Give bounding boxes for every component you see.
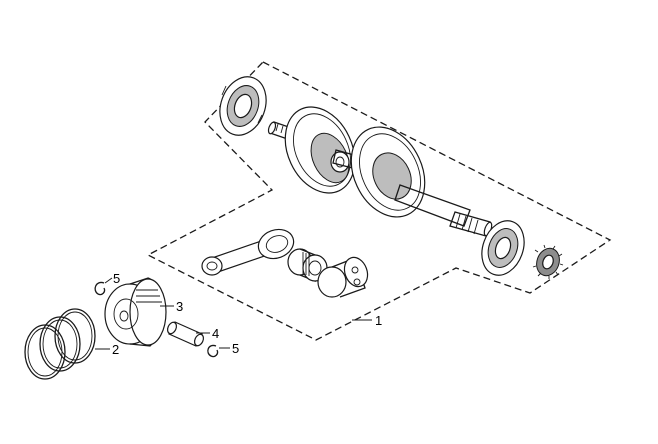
callout-3: 3 (176, 299, 183, 314)
assembly-dashed-outline (146, 61, 612, 341)
piston (104, 277, 167, 347)
piston-rings (24, 308, 96, 380)
drive-gear (532, 244, 564, 279)
right-bearing (481, 220, 525, 276)
crankshaft (267, 106, 493, 237)
upper-clip (94, 281, 106, 296)
callout-5-lower: 5 (232, 341, 239, 356)
connecting-rod (201, 228, 295, 276)
callout-5-upper: 5 (113, 271, 120, 286)
lower-clip (207, 344, 219, 358)
callout-2: 2 (112, 342, 119, 357)
piston-pin (166, 321, 205, 347)
crank-pin (317, 256, 369, 298)
left-bearing (219, 76, 267, 136)
leader-5-upper (104, 277, 113, 284)
callout-4: 4 (212, 326, 219, 341)
callout-1: 1 (375, 313, 382, 328)
